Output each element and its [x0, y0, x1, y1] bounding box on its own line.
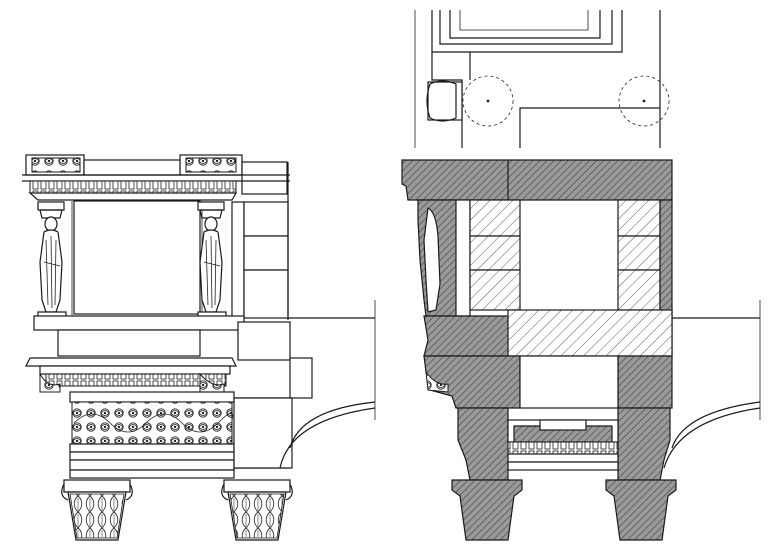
- corinthian-capital-left: [61, 479, 133, 541]
- cornice-rosette-band: [22, 154, 290, 195]
- plan-view: [414, 10, 670, 148]
- corinthian-capital-right: [221, 479, 293, 541]
- window-sill: [33, 315, 291, 361]
- cornice-dentil-band: [28, 180, 238, 201]
- lower-cornice: [25, 357, 313, 399]
- acanthus-frieze: [69, 391, 235, 453]
- architrave-bands: [69, 397, 293, 479]
- window-opening: [71, 200, 203, 318]
- curved-bracket: [279, 401, 376, 469]
- caryatid-figure-right: [197, 201, 227, 318]
- elevation-view: [22, 154, 376, 541]
- section-view: [401, 159, 761, 541]
- side-wall-blocks: [231, 162, 376, 420]
- caryatid-figure-left: [37, 201, 67, 318]
